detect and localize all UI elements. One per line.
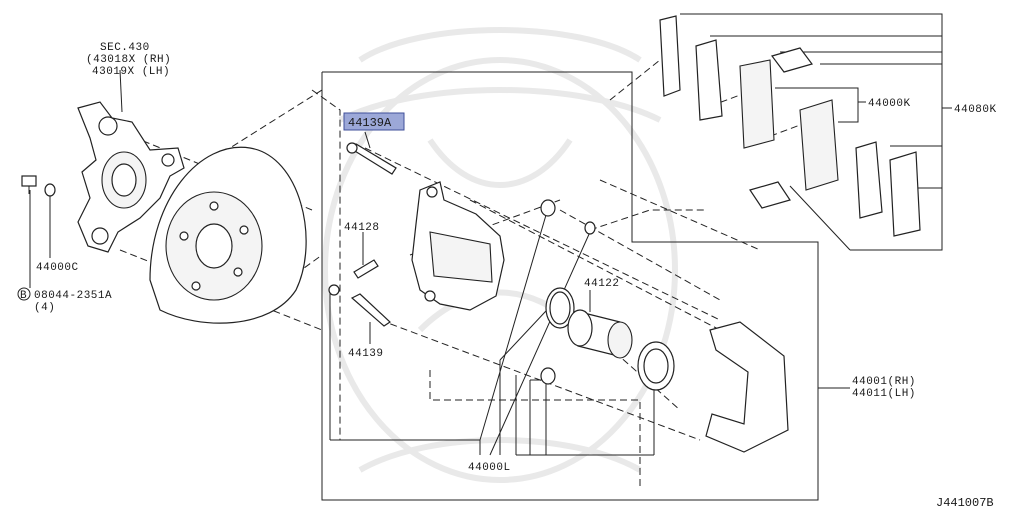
bolt-circle-icon bbox=[17, 287, 31, 301]
diagram-code: J441007B bbox=[936, 496, 994, 510]
piston-seal bbox=[545, 287, 575, 329]
hub-bolt bbox=[21, 175, 37, 194]
label-knuckle-rh: (43018X (RH) bbox=[86, 54, 171, 66]
assembly-frame bbox=[321, 71, 850, 501]
label-pad-kit: 44000K bbox=[868, 98, 911, 110]
piston bbox=[567, 309, 633, 359]
piston-boot bbox=[637, 341, 675, 391]
watermark-logo bbox=[322, 27, 678, 483]
pin-boots bbox=[540, 199, 596, 385]
brake-pads bbox=[659, 15, 921, 237]
label-bleeder: 44128 bbox=[344, 222, 380, 234]
label-caliper-rh: 44001(RH) bbox=[852, 376, 916, 388]
label-washer: 44000C bbox=[36, 262, 79, 274]
guide-pin bbox=[346, 142, 397, 175]
label-seal-kit: 44000L bbox=[468, 462, 511, 474]
label-pin-boot[interactable]: 44139A bbox=[348, 116, 392, 130]
caliper-bracket bbox=[705, 321, 789, 453]
label-bolt-number: 08044-2351A bbox=[34, 290, 112, 302]
steering-knuckle bbox=[77, 101, 185, 253]
dust-shield bbox=[149, 146, 307, 324]
label-knuckle-lh: 43019X (LH) bbox=[92, 66, 170, 78]
label-bolt-qty: (4) bbox=[34, 302, 55, 314]
pin-bolt bbox=[328, 284, 391, 327]
caliper-body bbox=[411, 181, 505, 311]
label-pad-set: 44080K bbox=[954, 104, 997, 116]
highlighted-part-box[interactable] bbox=[343, 112, 405, 131]
label-piston: 44122 bbox=[584, 278, 620, 290]
leader-lines bbox=[29, 69, 655, 456]
label-pin-bolt: 44139 bbox=[348, 348, 384, 360]
callout-labels: SEC.430 (43018X (RH) 43019X (LH) B 08044… bbox=[17, 42, 997, 510]
label-sec-ref: SEC.430 bbox=[100, 42, 150, 54]
bleeder-screw bbox=[353, 259, 379, 279]
label-caliper-lh: 44011(LH) bbox=[852, 388, 916, 400]
washer bbox=[44, 183, 56, 197]
pad-clips bbox=[749, 47, 814, 209]
pad-set-bracket bbox=[680, 13, 952, 251]
label-bolt-b: B bbox=[20, 290, 27, 302]
